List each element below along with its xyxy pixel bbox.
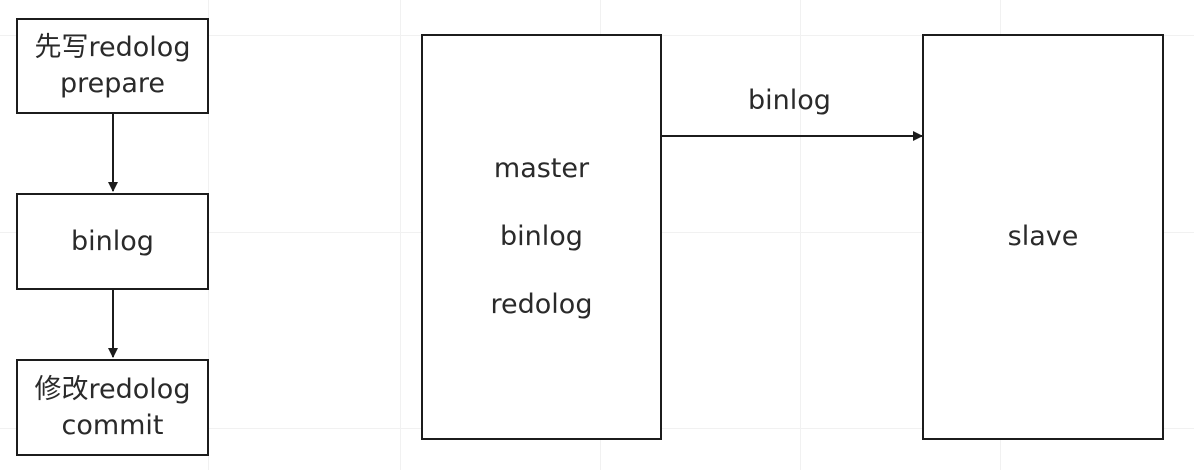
master-label: master bbox=[493, 153, 590, 184]
step-binlog-box: binlog bbox=[16, 193, 209, 290]
master-binlog-label: binlog bbox=[500, 221, 583, 252]
step-prepare-box: 先写redolog prepare bbox=[16, 18, 209, 114]
grid-line bbox=[400, 0, 401, 470]
step-binlog-label: binlog bbox=[71, 225, 154, 257]
step-prepare-line1: 先写redolog bbox=[34, 32, 191, 63]
slave-box: slave bbox=[922, 34, 1164, 440]
step-prepare-line2: prepare bbox=[59, 68, 166, 99]
binlog-arrow-label: binlog bbox=[748, 85, 831, 116]
step-commit-line2: commit bbox=[61, 409, 164, 441]
step-commit-box: 修改redolog commit bbox=[16, 359, 209, 456]
master-box: master binlog redolog bbox=[421, 34, 662, 440]
grid-line bbox=[800, 0, 801, 470]
master-redolog-label: redolog bbox=[490, 289, 593, 320]
slave-label: slave bbox=[1007, 221, 1079, 252]
step-commit-line1: 修改redolog bbox=[34, 373, 191, 405]
